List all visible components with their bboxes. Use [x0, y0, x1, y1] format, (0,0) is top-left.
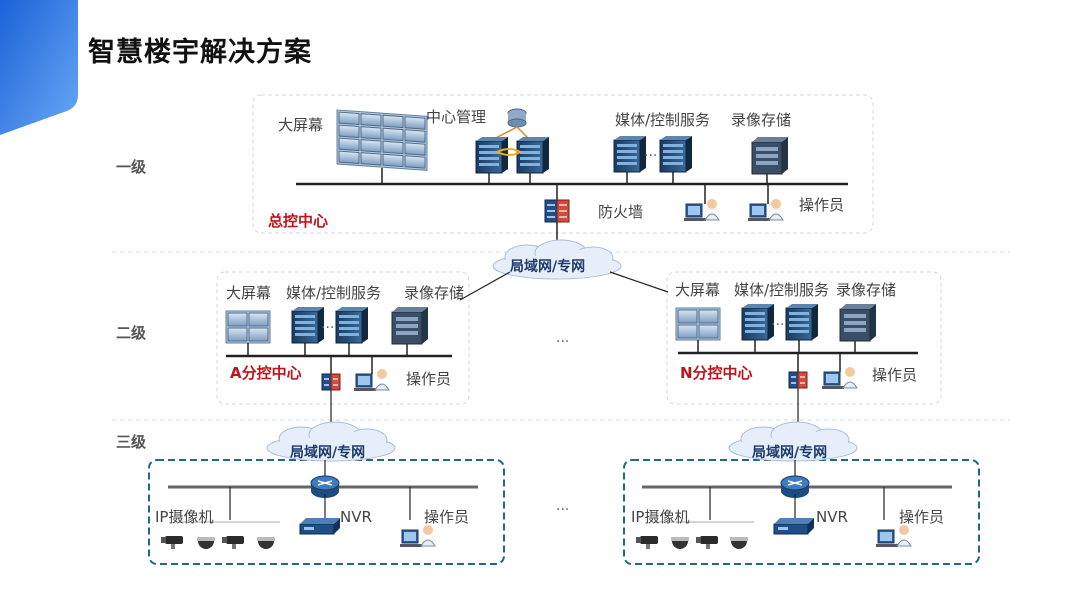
sub-a-server-icon-1: [291, 306, 325, 344]
top-media-ellipsis: ...: [644, 144, 658, 160]
edge-right-operator-label: 操作员: [899, 508, 945, 526]
level-label-3: 三级: [116, 433, 147, 451]
edge-left-operator-label: 操作员: [424, 508, 470, 526]
sub-n-storage-icon: [839, 303, 877, 342]
edge-right-operator-icon: [875, 524, 912, 548]
bottom-ellipsis: ...: [556, 498, 570, 514]
level-label-2: 二级: [116, 324, 147, 342]
link-icon: [494, 148, 522, 156]
camera-icon-7: [696, 536, 718, 549]
operator-icon-2: [747, 198, 784, 222]
sub-a-record-storage-label: 录像存储: [404, 284, 465, 302]
camera-icon-8: [730, 537, 748, 549]
edge-right-nvr-icon: [773, 517, 815, 535]
firewall-icon: [544, 199, 570, 223]
top-record-storage-label: 录像存储: [731, 111, 792, 129]
sub-a-media-ellipsis: ...: [321, 316, 335, 332]
top-center-mgmt-label: 中心管理: [426, 108, 487, 126]
camera-icon-6: [671, 537, 689, 549]
edge-left-camera-label: IP摄像机: [155, 508, 214, 526]
video-wall-icon: [336, 109, 428, 171]
sub-a-wall-icon: [225, 310, 271, 344]
sub-n-record-storage-label: 录像存储: [836, 281, 897, 299]
sub-a-firewall-icon: [321, 373, 341, 391]
sub-a-media-ctrl-label: 媒体/控制服务: [286, 284, 382, 302]
sub-n-operator-label: 操作员: [872, 366, 918, 384]
top-big-screen-label: 大屏幕: [278, 116, 324, 134]
sub-n-firewall-icon: [788, 371, 808, 389]
camera-icon-1: [161, 536, 183, 549]
sub-n-box: [666, 271, 942, 405]
top-media-ctrl-label: 媒体/控制服务: [615, 111, 711, 129]
storage-icon: [751, 136, 789, 175]
edge-left-nvr-label: NVR: [340, 508, 372, 526]
top-operator-label: 操作员: [799, 196, 845, 214]
sub-n-server-icon-2: [785, 303, 819, 341]
media-server-icon-1: [613, 135, 647, 173]
sub-a-server-icon-2: [335, 306, 369, 344]
sub-n-wall-icon: [675, 307, 721, 341]
camera-icon-3: [222, 536, 244, 549]
sub-a-storage-icon: [391, 306, 429, 345]
media-server-icon-2: [659, 135, 693, 173]
sub-n-center-name: N分控中心: [680, 364, 753, 382]
sub-a-operator-label: 操作员: [406, 370, 452, 388]
sub-n-media-ellipsis: ...: [771, 313, 785, 329]
mgmt-server-icon-2: [516, 136, 550, 174]
camera-icon-5: [636, 536, 658, 549]
edge-right-nvr-label: NVR: [816, 508, 848, 526]
edge-left-nvr-icon: [299, 517, 341, 535]
edge-left-operator-icon: [399, 524, 436, 548]
top-cloud-label: 局域网/专网: [510, 259, 586, 275]
top-center-box: [252, 94, 874, 234]
level-label-1: 一级: [116, 158, 147, 176]
edge-right-cloud-label: 局域网/专网: [752, 445, 828, 461]
firewall-label: 防火墙: [598, 203, 644, 221]
corner-decoration: [0, 0, 78, 135]
database-icon: [507, 108, 527, 128]
sub-n-big-screen-label: 大屏幕: [675, 281, 721, 299]
operator-icon-1: [683, 198, 720, 222]
edge-right-camera-label: IP摄像机: [631, 508, 690, 526]
middle-ellipsis: ...: [556, 330, 570, 346]
page-title: 智慧楼宇解决方案: [88, 37, 312, 68]
camera-icon-2: [197, 537, 215, 549]
sub-a-big-screen-label: 大屏幕: [226, 284, 272, 302]
edge-left-cloud-label: 局域网/专网: [290, 445, 366, 461]
top-center-name: 总控中心: [268, 212, 329, 230]
sub-n-server-icon-1: [741, 303, 775, 341]
sub-n-media-ctrl-label: 媒体/控制服务: [734, 281, 830, 299]
sub-a-center-name: A分控中心: [230, 364, 302, 382]
camera-icon-4: [257, 537, 275, 549]
